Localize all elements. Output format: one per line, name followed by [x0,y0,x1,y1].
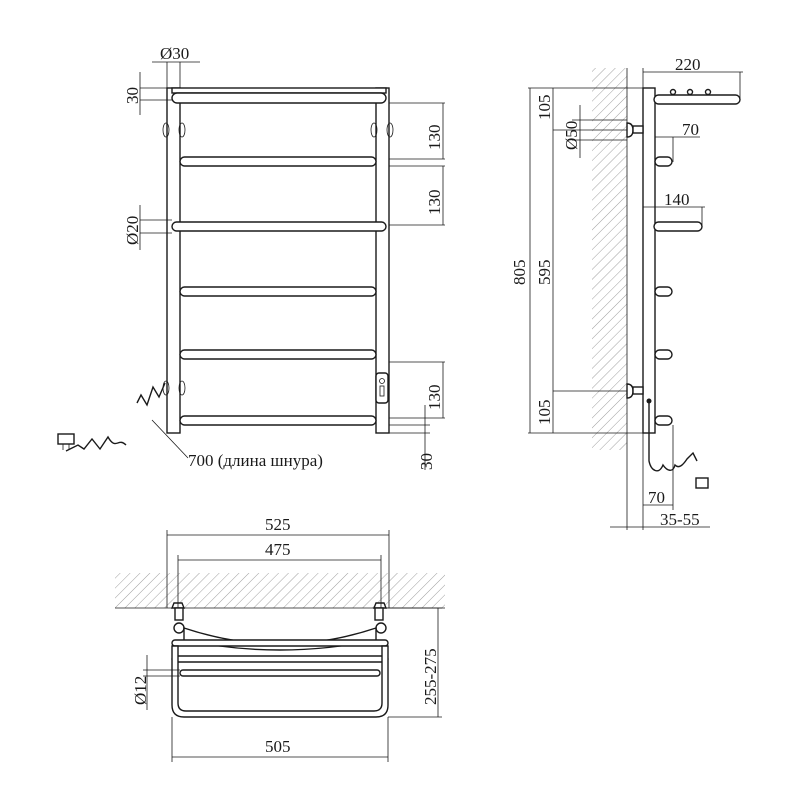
rung-side [654,415,673,426]
mount-icon [173,622,185,634]
mount-icon [178,380,186,396]
mount-icon [162,122,170,138]
dim-mount-diameter: Ø50 [562,121,581,150]
dim-depth: 255-275 [421,648,440,705]
top-view: 525 475 Ø12 255-275 505 [115,515,445,762]
left-rail [166,87,181,434]
cord-length-label: 700 (длина шнура) [188,451,323,470]
dim-bottom-mount-offset: 105 [535,400,554,426]
dim-rung-spacing-1: 130 [425,125,444,151]
shelf-frame [171,645,389,718]
plug-icon [57,433,75,445]
mount-icon [370,122,378,138]
power-cord [65,435,127,452]
rung-side [654,349,673,360]
plug-icon [695,477,709,489]
dim-rung-diameter: Ø20 [123,216,142,245]
dim-width-mount: 475 [265,540,291,559]
rung [179,415,377,426]
rung-long [171,221,387,232]
side-frame [642,87,656,434]
dim-depth-short: 70 [682,120,699,139]
heater-switch-icon [375,372,389,404]
mount-icon [386,122,394,138]
dim-rung-spacing-3: 130 [425,385,444,411]
dim-depth-mid: 140 [664,190,690,209]
rung-side [654,156,673,167]
dim-depth-top: 220 [675,55,701,74]
rung-side [654,286,673,297]
dim-depth-bottom: 70 [648,488,665,507]
rung [179,286,377,297]
dim-height-total: 805 [510,260,529,286]
mount-icon [178,122,186,138]
dim-width-outer: 525 [265,515,291,534]
side-view: 220 805 105 595 105 Ø50 70 140 70 35-55 [510,55,743,530]
top-cap [171,87,387,94]
top-bar [171,92,387,104]
power-cord [648,401,698,472]
dim-wall-gap: 35-55 [660,510,700,529]
mount-icon [375,622,387,634]
dim-width-shelf: 505 [265,737,291,756]
dim-top-diameter: Ø30 [160,44,189,63]
dim-top-offset: 30 [123,87,142,104]
rung [179,349,377,360]
rung [179,156,377,167]
wall-hatch [115,573,445,608]
front-view: 700 (длина шнура) Ø30 30 Ø20 130 130 130… [57,44,445,470]
dim-mount-spacing: 595 [535,260,554,286]
mount-icon [626,383,634,399]
mount-icon [626,122,634,138]
dim-bottom-offset: 30 [417,453,436,470]
power-cord [136,382,166,407]
dim-wire-diameter: Ø12 [131,676,150,705]
dim-top-mount-offset: 105 [535,95,554,121]
wall-hatch [592,68,627,450]
rung-side-long [653,221,703,232]
dim-rung-spacing-2: 130 [425,190,444,216]
top-shelf [653,94,741,105]
